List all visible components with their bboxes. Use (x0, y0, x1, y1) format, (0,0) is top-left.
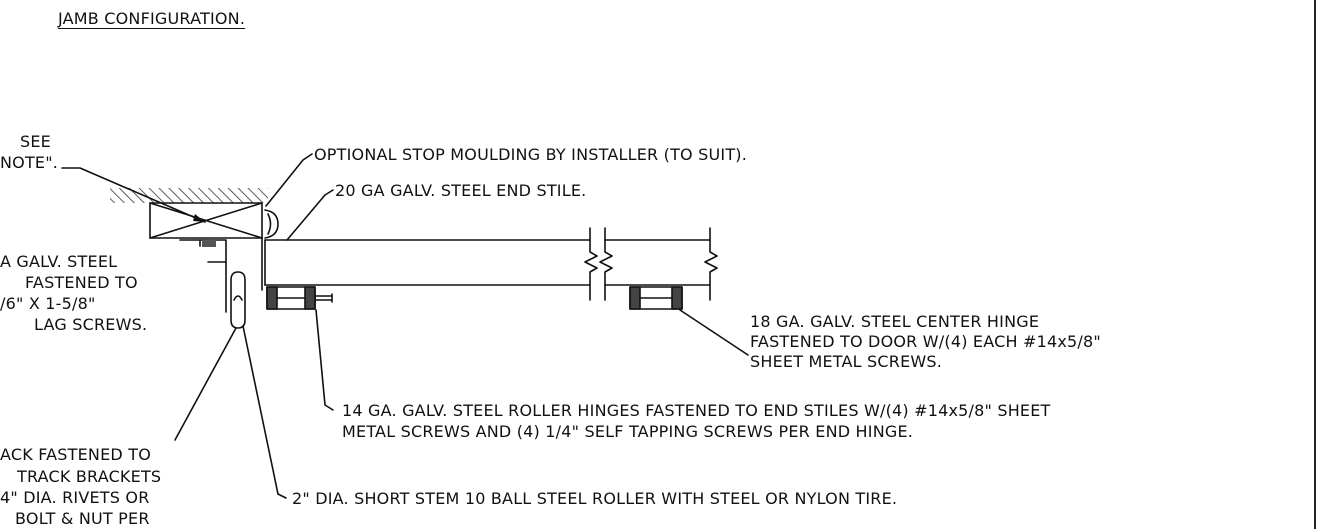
label-track-2: TRACK BRACKETS (17, 467, 162, 486)
wall-hatch (110, 188, 268, 203)
label-roller-hinges-1: 14 GA. GALV. STEEL ROLLER HINGES FASTENE… (342, 401, 1051, 420)
leader-see-note (61, 167, 206, 223)
break-line-left (584, 227, 598, 301)
label-track-1: ACK FASTENED TO (0, 445, 151, 464)
page-title: JAMB CONFIGURATION. (58, 9, 246, 28)
leader-center-hinge (679, 309, 749, 356)
jamb-block (149, 202, 263, 239)
label-end-stile: 20 GA GALV. STEEL END STILE. (335, 181, 587, 200)
stop-moulding (264, 209, 279, 239)
label-center-hinge-3: SHEET METAL SCREWS. (750, 352, 943, 371)
label-galv-steel-jamb-4: LAG SCREWS. (34, 315, 148, 334)
end-roller-hinge (266, 286, 333, 310)
label-roller-hinges-2: METAL SCREWS AND (4) 1/4" SELF TAPPING S… (342, 422, 914, 441)
leader-end-stile (286, 189, 334, 241)
break-line-right (599, 227, 613, 301)
sheet-border (1314, 0, 1316, 529)
leader-stop-moulding (265, 153, 313, 207)
label-center-hinge-2: FASTENED TO DOOR W/(4) EACH #14x5/8" (750, 332, 1101, 351)
label-see-note-1: SEE (20, 132, 51, 151)
label-track-3: 4" DIA. RIVETS OR (0, 488, 150, 507)
leader-roller-hinges (315, 309, 334, 411)
label-roller: 2" DIA. SHORT STEM 10 BALL STEEL ROLLER … (292, 489, 898, 508)
label-center-hinge-1: 18 GA. GALV. STEEL CENTER HINGE (750, 312, 1040, 331)
track (230, 271, 246, 329)
label-galv-steel-jamb-3: /6" X 1-5/8" (0, 294, 96, 313)
label-galv-steel-jamb-2: FASTENED TO (25, 273, 138, 292)
label-track-4: BOLT & NUT PER (15, 509, 150, 528)
label-see-note-2: NOTE". (0, 153, 59, 172)
label-galv-steel-jamb-1: A GALV. STEEL (0, 252, 118, 271)
center-hinge (629, 286, 683, 310)
jamb-angle (179, 239, 227, 313)
label-stop-moulding: OPTIONAL STOP MOULDING BY INSTALLER (TO … (314, 145, 748, 164)
